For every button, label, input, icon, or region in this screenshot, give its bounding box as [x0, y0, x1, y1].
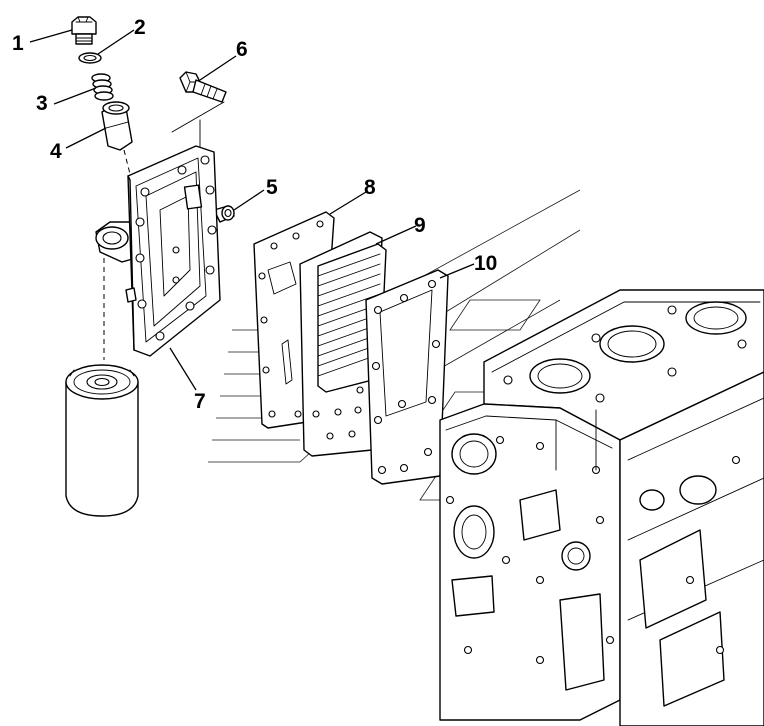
callout-4: 4: [50, 140, 62, 163]
callout-10: 10: [474, 252, 497, 275]
callouts: 1 2 3 4 5 6 7 8 9 10: [12, 16, 497, 413]
callout-2: 2: [134, 16, 146, 39]
part-oil-filter: [65, 364, 139, 517]
callout-1: 1: [12, 32, 24, 55]
leader-9: [375, 225, 417, 245]
part-bolt: [179, 71, 227, 103]
engine-block: [439, 289, 764, 726]
leader-8: [329, 191, 367, 215]
leader-lines: [29, 29, 475, 391]
callout-6: 6: [236, 38, 248, 61]
part-spring: [91, 73, 114, 101]
part-filter-head: [95, 145, 221, 357]
part-o-ring: [78, 52, 102, 64]
callout-8: 8: [364, 176, 376, 199]
assembly-line: [171, 101, 225, 151]
leader-5: [233, 189, 265, 211]
leader-4: [65, 127, 107, 149]
leader-10: [439, 263, 475, 279]
callout-3: 3: [36, 92, 48, 115]
callout-7: 7: [194, 390, 206, 413]
part-cooler-gasket: [365, 269, 449, 485]
leader-6: [199, 55, 237, 81]
part-plug: [71, 16, 97, 45]
callout-9: 9: [414, 214, 426, 237]
callout-5: 5: [266, 176, 278, 199]
leader-2: [97, 29, 135, 55]
part-valve-sleeve: [101, 101, 133, 151]
leader-3: [53, 87, 97, 105]
leader-7: [169, 347, 197, 391]
part-small-plug: [213, 205, 235, 223]
leader-1: [29, 29, 73, 43]
